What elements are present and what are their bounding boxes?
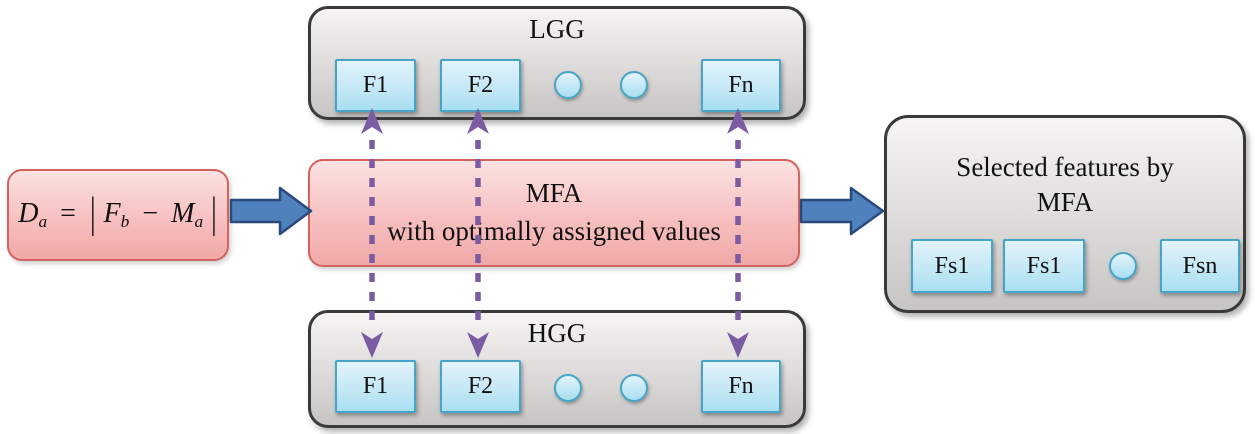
selected-feature-fs1b: Fs1	[1003, 239, 1085, 293]
mfa-subtitle: with optimally assigned values	[387, 216, 721, 246]
lgg-feature-f2: F2	[440, 59, 521, 112]
lgg-group-box: LGG F1 F2 Fn	[308, 6, 806, 120]
formula-equals: =	[60, 198, 76, 230]
formula-var-m: M	[171, 198, 195, 230]
selected-feature-fs1: Fs1	[911, 239, 993, 293]
selected-ellipsis-dot	[1109, 252, 1137, 280]
hgg-ellipsis-dot-1	[554, 374, 582, 402]
hgg-ellipsis-dot-2	[620, 374, 648, 402]
flow-arrow-mfa-to-selected	[799, 186, 885, 236]
selected-title-line2: MFA	[1036, 187, 1094, 218]
formula-sub-a2: a	[194, 211, 204, 231]
formula-var-f: F	[103, 198, 121, 230]
lgg-title: LGG	[529, 14, 585, 44]
lgg-feature-f1: F1	[335, 59, 416, 112]
hgg-title: HGG	[527, 318, 587, 348]
hgg-feature-fn: Fn	[701, 360, 781, 413]
formula-minus: −	[142, 198, 159, 230]
selected-title-line1: Selected features by	[956, 152, 1174, 182]
selected-features-box: Selected features by MFA Fs1 Fs1 Fsn	[884, 115, 1246, 313]
formula-sub-a: a	[38, 211, 48, 231]
formula-right-bar: |	[211, 189, 217, 238]
lgg-feature-fn: Fn	[701, 59, 781, 112]
selected-feature-fsn: Fsn	[1160, 239, 1240, 293]
lgg-ellipsis-dot-2	[620, 71, 648, 99]
mfa-box: MFA with optimally assigned values	[308, 159, 800, 267]
hgg-group-box: HGG F1 F2 Fn	[308, 310, 806, 428]
selected-features-title: Selected features by MFA	[887, 150, 1243, 220]
formula-var-d: D	[18, 198, 39, 230]
distance-formula-box: Da = | Fb − Ma |	[7, 169, 229, 261]
hgg-feature-f2: F2	[440, 360, 521, 413]
hgg-feature-f1: F1	[335, 360, 416, 413]
formula-left-bar: |	[89, 189, 96, 238]
distance-formula: Da = | Fb − Ma |	[18, 189, 218, 237]
formula-sub-b: b	[120, 211, 130, 231]
lgg-ellipsis-dot-1	[554, 71, 582, 99]
mfa-title: MFA	[525, 178, 583, 209]
flow-arrow-formula-to-mfa	[229, 186, 313, 236]
